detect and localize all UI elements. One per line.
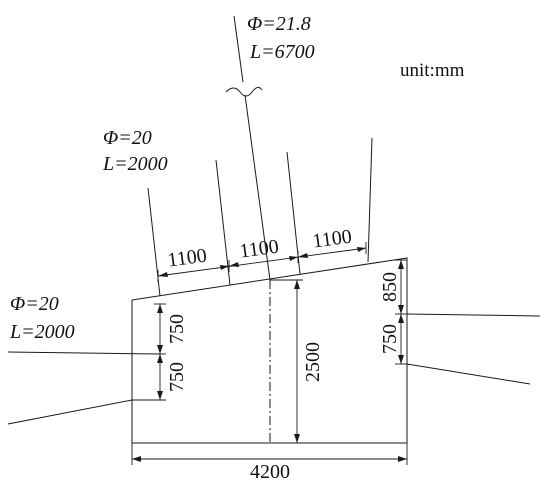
unit-label: unit:mm bbox=[400, 60, 465, 81]
side-bolts bbox=[7, 313, 541, 425]
top-bolt-length-label: L=6700 bbox=[249, 41, 315, 63]
left-upper-dimension-label: 750 bbox=[166, 314, 188, 344]
top-spacing-2-label: 1100 bbox=[238, 236, 280, 263]
upper-left-bolt-diameter-label: Φ=20 bbox=[103, 127, 152, 149]
bolt-annotations: Φ=21.8 L=6700 Φ=20 L=2000 Φ=20 L=2000 bbox=[9, 13, 315, 343]
top-spacing-3-label: 1100 bbox=[311, 226, 353, 253]
roof-bolt-4 bbox=[367, 137, 373, 263]
left-bolt-diameter-label: Φ=20 bbox=[10, 293, 59, 315]
top-dimension-line bbox=[157, 247, 367, 277]
dimension-labels: 1100 1100 1100 750 750 2500 850 750 4200 bbox=[166, 226, 401, 483]
left-bolt-length-label: L=2000 bbox=[9, 321, 75, 343]
right-upper-dimension-label: 850 bbox=[379, 272, 401, 302]
right-bolt-upper bbox=[406, 313, 541, 317]
center-height-dimension-label: 2500 bbox=[302, 342, 324, 382]
roof-bolts bbox=[147, 137, 373, 297]
roof-bolt-2 bbox=[215, 159, 231, 286]
right-bolt-lower bbox=[406, 363, 531, 385]
upper-left-bolt-length-label: L=2000 bbox=[102, 153, 168, 175]
top-bolt-diameter-label: Φ=21.8 bbox=[247, 13, 311, 35]
left-bolt-lower bbox=[7, 399, 133, 425]
left-lower-dimension-label: 750 bbox=[166, 362, 188, 392]
left-bolt-upper bbox=[7, 351, 161, 355]
top-spacing-1-label: 1100 bbox=[166, 245, 208, 272]
top-long-bolt bbox=[225, 15, 271, 281]
dimension-lines bbox=[131, 242, 408, 465]
bottom-width-dimension-label: 4200 bbox=[250, 461, 290, 483]
right-lower-dimension-label: 750 bbox=[379, 324, 401, 354]
